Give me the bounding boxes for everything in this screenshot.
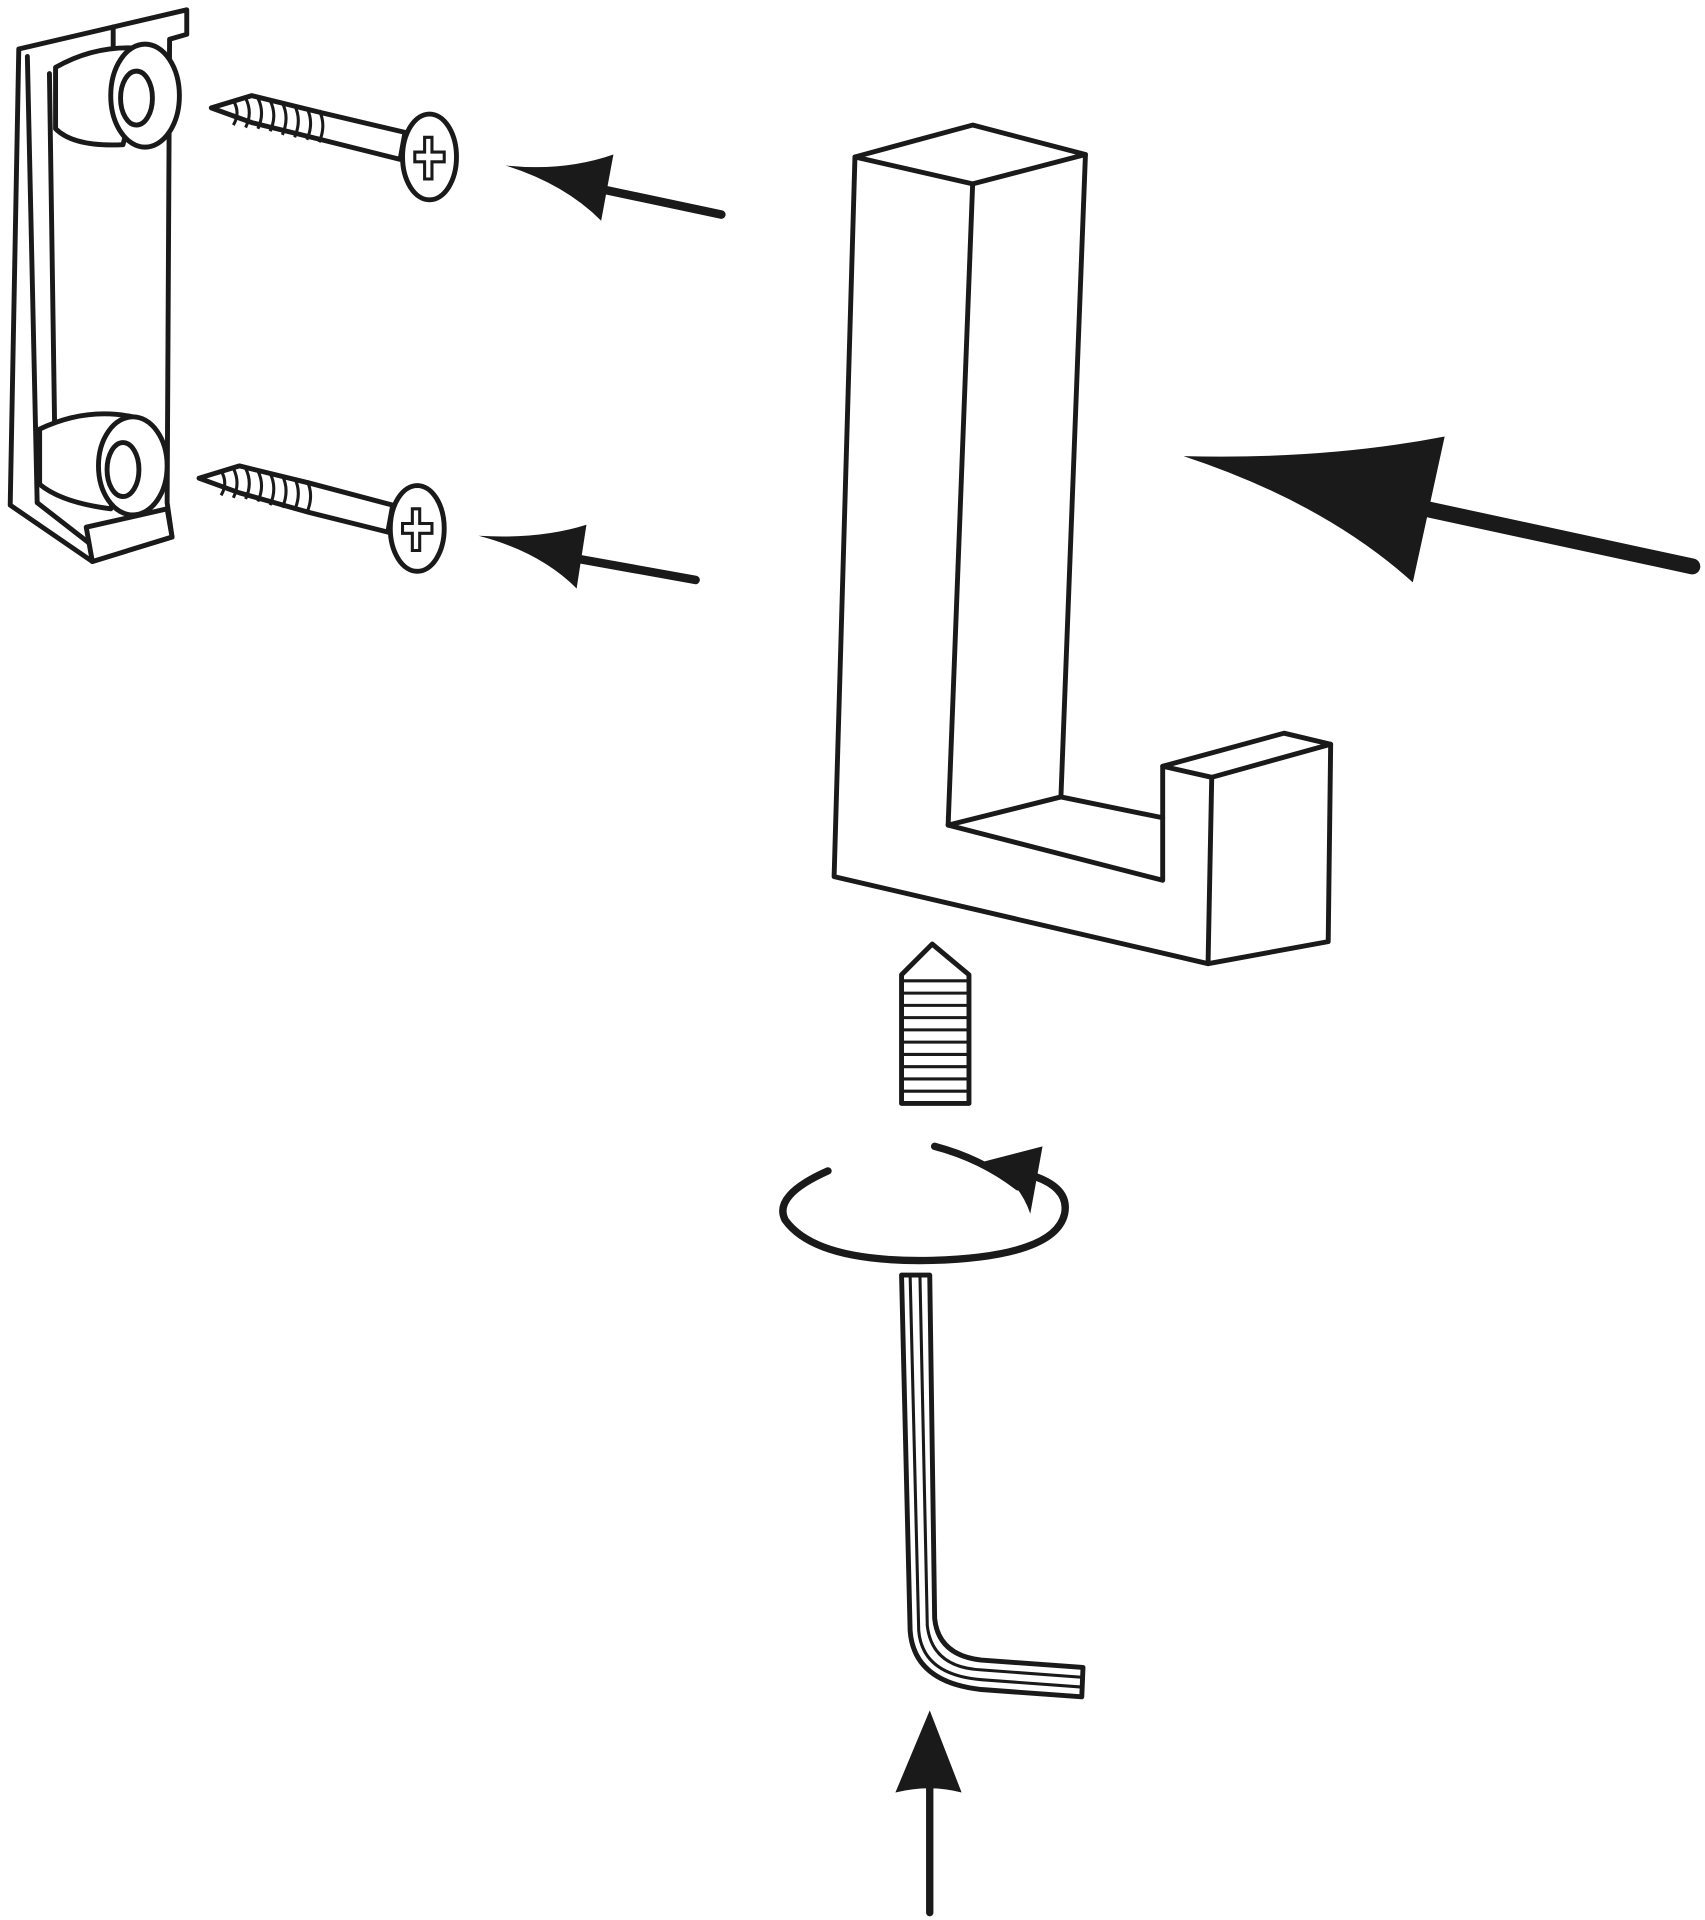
- rotate-clockwise-icon: [779, 1142, 1069, 1265]
- arrow-top-screw: [505, 154, 726, 221]
- wood-screw-bottom: [196, 463, 447, 574]
- wall-bracket: [7, 7, 190, 564]
- bracket-top-post: [53, 41, 182, 150]
- arrow-hook: [1183, 436, 1701, 583]
- wood-screw-top: [208, 93, 459, 203]
- arrow-insert-key: [895, 1710, 962, 1917]
- bracket-bottom-post: [37, 411, 170, 518]
- allen-key: [899, 1272, 1086, 1700]
- set-screw: [899, 941, 972, 1106]
- arrow-bottom-screw: [478, 524, 700, 589]
- phillips-cross-icon: [401, 507, 434, 553]
- coat-hook: [831, 122, 1334, 967]
- phillips-cross-icon: [413, 135, 446, 181]
